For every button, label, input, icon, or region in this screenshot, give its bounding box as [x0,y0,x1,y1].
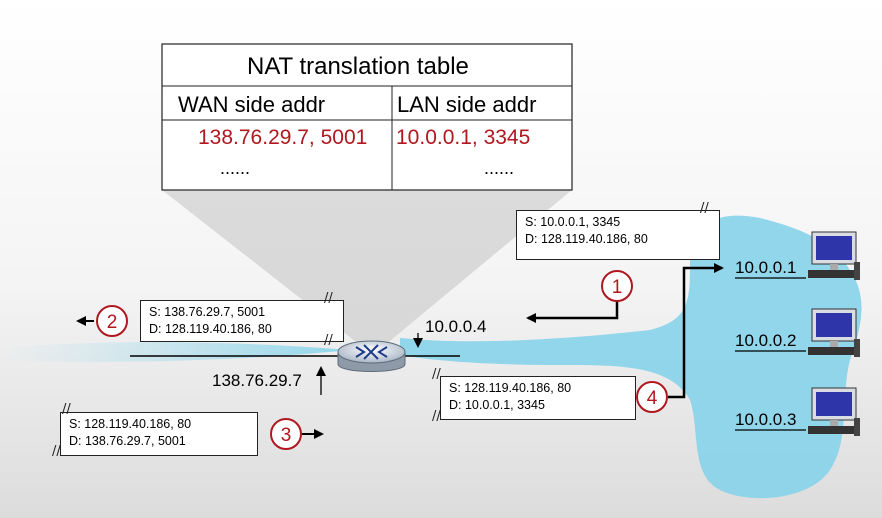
table-projection-beam [162,190,572,345]
packet-1-break-mark: // [700,201,709,216]
nat-row-wan-addr: 138.76.29.7, 5001 [198,126,368,149]
router-lan-ip: 10.0.0.4 [425,317,487,336]
lan-network-region [400,215,862,499]
packet-1-source: S: 10.0.0.1, 3345 [525,215,621,229]
packet-1-header: S: 10.0.0.1, 3345 D: 128.119.40.186, 80 [516,210,720,260]
nat-col-lan-header: LAN side addr [397,92,537,117]
host-computer-icon-1 [808,231,860,280]
nat-dots-lan: ...... [484,158,515,178]
packet-4-header: S: 128.119.40.186, 80 D: 10.0.0.1, 3345 [440,376,636,420]
packet-3-break-mark: // [62,402,71,417]
step-3-circle: 3 [270,418,302,450]
packet-2-break-mark: // [324,291,333,306]
packet-4-source: S: 128.119.40.186, 80 [449,381,572,395]
step-4-arrow [668,263,724,399]
nat-col-wan-header: WAN side addr [178,92,326,117]
packet-3-header: S: 128.119.40.186, 80 D: 138.76.29.7, 50… [60,412,258,456]
packet-3-dest: D: 138.76.29.7, 5001 [69,434,186,448]
step-1-circle: 1 [601,270,633,302]
packet-2-header: S: 138.76.29.7, 5001 D: 128.119.40.186, … [140,300,344,342]
nat-dots-wan: ...... [220,158,251,178]
packet-3-source: S: 128.119.40.186, 80 [69,417,192,431]
host-computer-icon-3 [808,387,860,436]
step-4-circle: 4 [636,381,668,413]
router-wan-ip: 138.76.29.7 [212,371,302,390]
packet-2-dest: D: 128.119.40.186, 80 [149,322,272,336]
packet-3-break-mark-b: // [52,444,61,459]
nat-row-lan-addr: 10.0.0.1, 3345 [396,126,531,149]
nat-table-title: NAT translation table [247,53,469,80]
packet-4-dest: D: 10.0.0.1, 3345 [449,398,545,412]
packet-4-break-mark-b: // [432,409,441,424]
nat-translation-table [161,43,573,191]
step-2-circle: 2 [96,305,128,337]
wan-link-glow [0,342,350,362]
host-computer-icon-2 [808,308,860,357]
host-2-ip: 10.0.0.2 [735,331,797,350]
step-1-arrow [526,298,619,323]
host-3-ip: 10.0.0.3 [735,410,797,429]
packet-4-break-mark: // [432,367,441,382]
host-1-ip: 10.0.0.1 [735,258,797,277]
packet-1-dest: D: 128.119.40.186, 80 [525,232,648,246]
router-icon [337,340,406,372]
packet-2-source: S: 138.76.29.7, 5001 [149,305,266,319]
packet-2-break-mark-b: // [324,333,333,348]
